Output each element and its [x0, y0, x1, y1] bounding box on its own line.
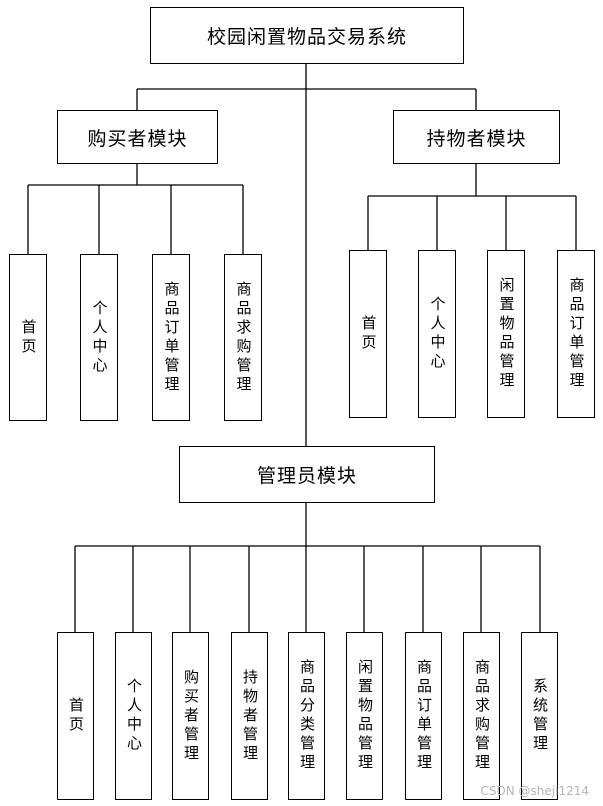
holder-module-label: 持物者模块 [426, 127, 527, 150]
buyer-item-label: 商品订单管理 [162, 280, 181, 395]
admin-item-label: 购买者管理 [182, 668, 200, 764]
admin-item-node: 个人中心 [115, 632, 152, 800]
admin-item-label: 首页 [67, 697, 85, 735]
admin-module-node: 管理员模块 [179, 446, 435, 503]
buyer-module-node: 购买者模块 [57, 110, 218, 164]
holder-item-label: 个人中心 [428, 296, 447, 372]
admin-item-node: 购买者管理 [172, 632, 209, 800]
admin-item-label: 个人中心 [125, 678, 143, 754]
root-node: 校园闲置物品交易系统 [150, 7, 464, 64]
admin-item-node: 系统管理 [521, 632, 558, 800]
admin-item-node: 首页 [57, 632, 94, 800]
admin-item-node: 商品求购管理 [463, 632, 500, 800]
buyer-item-label: 商品求购管理 [234, 280, 253, 395]
holder-item-label: 商品订单管理 [567, 277, 586, 391]
admin-item-node: 商品分类管理 [288, 632, 325, 800]
buyer-item-node: 首页 [9, 254, 47, 421]
buyer-item-label: 个人中心 [90, 299, 109, 376]
buyer-item-node: 商品订单管理 [152, 254, 190, 421]
admin-item-node: 闲置物品管理 [346, 632, 383, 800]
holder-module-node: 持物者模块 [393, 110, 560, 164]
watermark: CSDN @sheji1214 [480, 784, 589, 798]
holder-item-node: 首页 [349, 250, 387, 418]
admin-item-label: 商品分类管理 [298, 659, 316, 773]
admin-module-label: 管理员模块 [256, 465, 357, 487]
buyer-module-label: 购买者模块 [87, 127, 188, 150]
root-label: 校园闲置物品交易系统 [206, 26, 407, 48]
admin-item-label: 闲置物品管理 [356, 659, 374, 773]
holder-item-node: 个人中心 [418, 250, 456, 418]
admin-item-node: 商品订单管理 [405, 632, 442, 800]
buyer-item-label: 首页 [19, 318, 38, 357]
holder-item-node: 商品订单管理 [557, 250, 595, 418]
admin-item-label: 商品订单管理 [415, 659, 433, 773]
buyer-item-node: 个人中心 [80, 254, 118, 421]
buyer-item-node: 商品求购管理 [224, 254, 262, 421]
holder-item-label: 首页 [359, 315, 378, 353]
holder-item-node: 闲置物品管理 [487, 250, 525, 418]
admin-item-label: 持物者管理 [241, 668, 259, 764]
admin-item-label: 商品求购管理 [473, 659, 491, 773]
admin-item-label: 系统管理 [531, 678, 549, 754]
admin-item-node: 持物者管理 [231, 632, 268, 800]
holder-item-label: 闲置物品管理 [497, 277, 516, 391]
